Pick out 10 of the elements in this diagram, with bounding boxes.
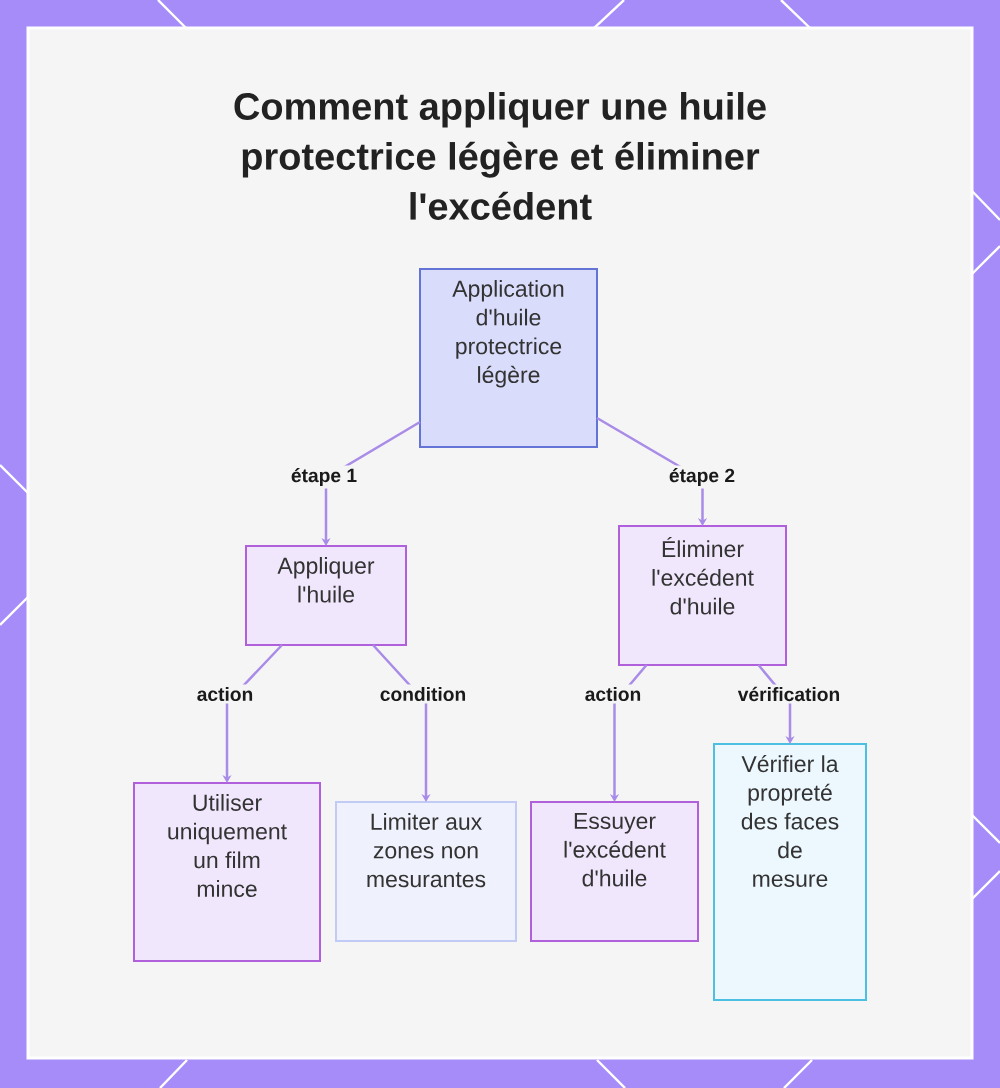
process-box: Limiter aux zones non mesurantes <box>335 801 517 942</box>
process-box: Utiliser uniquement un film mince <box>133 782 321 962</box>
process-box: Appliquer l'huile <box>245 545 407 646</box>
edge-label: vérification <box>735 684 843 704</box>
process-box: Essuyer l'excédent d'huile <box>530 801 699 942</box>
title: Comment appliquer une huile protectrice légère et éliminer l'excédent <box>234 92 766 220</box>
process-box: Vérifier la propreté des faces de mesure <box>713 743 867 1001</box>
process-box: Éliminer l'excédent d'huile <box>618 525 787 666</box>
arrow <box>372 644 431 802</box>
process-box: Application d'huile protectrice légère <box>419 268 598 448</box>
